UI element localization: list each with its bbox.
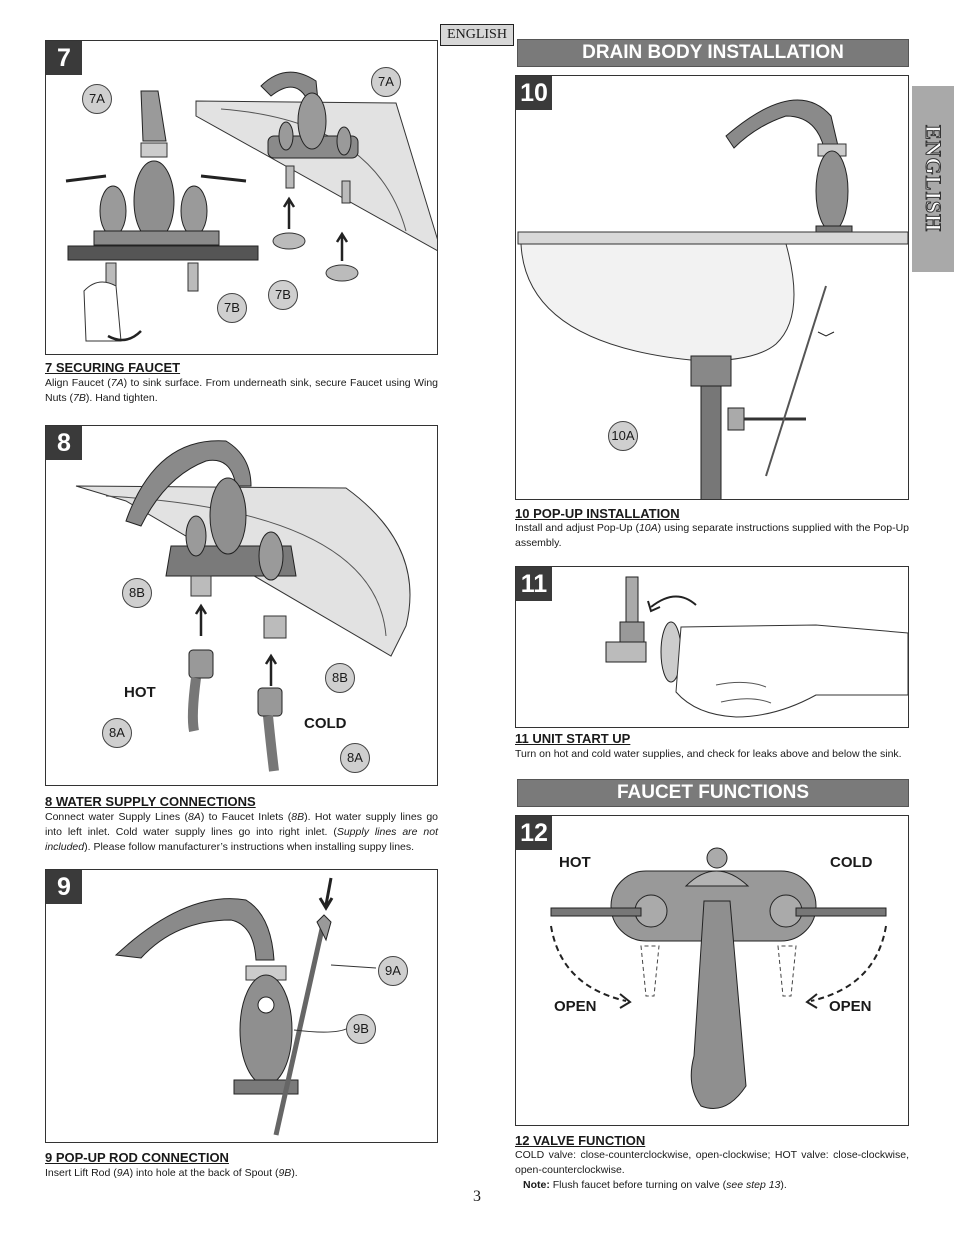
step-11-panel: 11 — [515, 566, 909, 728]
cold-label: COLD — [304, 715, 347, 732]
step-9-ref-b: 9B — [278, 1167, 292, 1179]
step-7-title: 7 SECURING FAUCET — [45, 360, 181, 375]
note-label: Note: — [523, 1179, 550, 1191]
pop-up-rod-illustration — [114, 877, 377, 1136]
step-9-body-c: ). — [291, 1167, 298, 1179]
step-12-panel: 12 HOT COLD OPEN OPEN — [515, 815, 909, 1126]
callout-9b: 9B — [346, 1014, 376, 1044]
step-10-body-a: Install and adjust Pop-Up ( — [515, 522, 639, 534]
note-text-a: Flush faucet before turning on valve ( — [549, 1179, 727, 1191]
callout-7b-left: 7B — [217, 293, 247, 323]
step-8-body-a: Connect water Supply Lines ( — [45, 811, 188, 823]
callout-7b-right: 7B — [268, 280, 298, 310]
step-7-body-b: ) to sink surface. From underneath sink,… — [45, 377, 438, 404]
note-ref: see step 13 — [726, 1179, 781, 1191]
step-9-body: Insert Lift Rod (9A) into hole at the ba… — [45, 1166, 438, 1181]
callout-8b-left: 8B — [122, 578, 152, 608]
callout-7a-right: 7A — [371, 67, 401, 97]
step-8-panel: 8 8B 8B 8A 8A HOT COLD — [45, 425, 438, 786]
callout-9a: 9A — [378, 956, 408, 986]
step-8-number: 8 — [46, 426, 82, 460]
step-10-number: 10 — [516, 76, 552, 110]
callout-8a-left: 8A — [102, 718, 132, 748]
valve-cold-label: COLD — [830, 854, 873, 871]
step-7-panel: 7 7A 7A 7B 7B — [45, 40, 438, 355]
step-10-body: Install and adjust Pop-Up (10A) using se… — [515, 521, 909, 551]
page-number: 3 — [473, 1188, 481, 1205]
note-text-b: ). — [780, 1179, 787, 1191]
language-side-tab: ENGLISH — [912, 86, 954, 272]
callout-10a: 10A — [608, 421, 638, 451]
valve-hot-label: HOT — [559, 854, 591, 871]
step-11-body: Turn on hot and cold water supplies, and… — [515, 748, 902, 760]
step-9-title: 9 POP-UP ROD CONNECTION — [45, 1150, 229, 1165]
step-7-body: Align Faucet (7A) to sink surface. From … — [45, 376, 438, 406]
step-8-ref-c: Supply lines are not included — [45, 826, 438, 853]
step-8-body-c: ). Hot water supply lines go into left i… — [45, 811, 438, 838]
open-left-label: OPEN — [554, 998, 597, 1015]
step-8-title: 8 WATER SUPPLY CONNECTIONS — [45, 794, 256, 809]
valve-function-illustration — [550, 847, 887, 1109]
step-8-body: Connect water Supply Lines (8A) to Fauce… — [45, 810, 438, 855]
unit-start-up-illustration — [605, 576, 908, 718]
step-7-body-a: Align Faucet ( — [45, 377, 111, 389]
step-7-body-c: ). Hand tighten. — [85, 392, 158, 404]
water-supply-illustration — [75, 440, 411, 772]
callout-7a-left: 7A — [82, 84, 112, 114]
step-12-note: Note: Flush faucet before turning on val… — [523, 1178, 909, 1193]
step-9-body-b: ) into hole at the back of Spout ( — [129, 1167, 279, 1179]
step-8-body-d: ). Please follow manufacturer’s instruct… — [84, 841, 415, 853]
language-tag: ENGLISH — [440, 24, 514, 46]
step-10-body-b: ) using separate instructions supplied w… — [515, 522, 909, 549]
step-10-ref-a: 10A — [638, 522, 658, 534]
step-9-number: 9 — [46, 870, 82, 904]
step-8-ref-a: 8A — [187, 811, 201, 823]
callout-8b-right: 8B — [325, 663, 355, 693]
step-9-body-a: Insert Lift Rod ( — [45, 1167, 117, 1179]
open-right-label: OPEN — [829, 998, 872, 1015]
callout-8a-right: 8A — [340, 743, 370, 773]
step-10-title: 10 POP-UP INSTALLATION — [515, 506, 680, 521]
step-8-ref-b: 8B — [291, 811, 305, 823]
faucet-functions-banner: FAUCET FUNCTIONS — [517, 779, 909, 807]
step-12-title: 12 VALVE FUNCTION — [515, 1133, 646, 1148]
hot-label: HOT — [124, 684, 156, 701]
step-10-panel: 10 10A — [515, 75, 909, 500]
step-8-body-b: ) to Faucet Inlets ( — [200, 811, 292, 823]
step-11-title: 11 UNIT START UP — [515, 731, 631, 746]
step-7-ref-a: 7A — [110, 377, 124, 389]
side-tab-label: ENGLISH — [921, 125, 947, 233]
securing-faucet-illustration — [65, 71, 437, 342]
drain-body-banner: DRAIN BODY INSTALLATION — [517, 39, 909, 67]
pop-up-installation-illustration — [517, 99, 908, 499]
step-11-number: 11 — [516, 567, 552, 601]
step-9-panel: 9 9A 9B — [45, 869, 438, 1143]
step-7-ref-b: 7B — [73, 392, 86, 404]
step-12-number: 12 — [516, 816, 552, 850]
step-7-number: 7 — [46, 41, 82, 75]
step-12-body: COLD valve: close-counterclockwise, open… — [515, 1149, 909, 1176]
step-9-ref-a: 9A — [116, 1167, 130, 1179]
